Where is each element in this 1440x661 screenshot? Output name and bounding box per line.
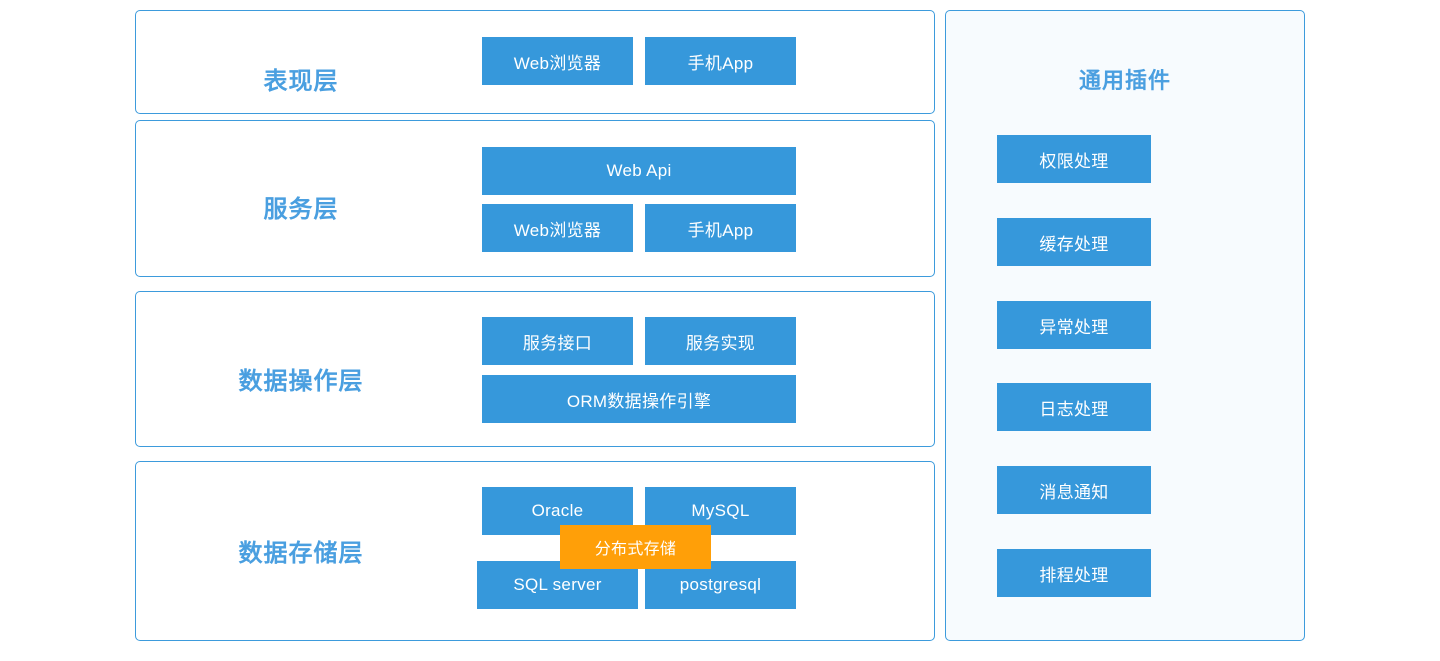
plugin-item-cache[interactable]: 缓存处理 [997,218,1151,266]
box-orm-engine[interactable]: ORM数据操作引擎 [482,375,796,423]
plugin-item-exception[interactable]: 异常处理 [997,301,1151,349]
plugin-item-logging[interactable]: 日志处理 [997,383,1151,431]
plugin-panel: 通用插件 权限处理 缓存处理 异常处理 日志处理 消息通知 排程处理 [945,10,1305,641]
box-web-browser-service[interactable]: Web浏览器 [482,204,633,252]
box-web-browser-presentation[interactable]: Web浏览器 [482,37,633,85]
layer-title-presentation: 表现层 [263,68,339,95]
box-service-interface[interactable]: 服务接口 [482,317,633,365]
box-mobile-app-presentation[interactable]: 手机App [645,37,796,85]
box-distributed-storage[interactable]: 分布式存储 [560,525,711,569]
layer-title-service: 服务层 [263,196,339,223]
layer-panel-data-operation: 数据操作层 [135,291,935,447]
box-postgresql[interactable]: postgresql [645,561,796,609]
layer-title-data-operation: 数据操作层 [238,368,364,395]
box-service-implementation[interactable]: 服务实现 [645,317,796,365]
box-mobile-app-service[interactable]: 手机App [645,204,796,252]
layer-panel-service: 服务层 [135,120,935,277]
plugin-item-scheduling[interactable]: 排程处理 [997,549,1151,597]
plugin-panel-title: 通用插件 [1078,68,1171,93]
layer-title-data-storage: 数据存储层 [238,540,364,567]
plugin-item-permission[interactable]: 权限处理 [997,135,1151,183]
box-sql-server[interactable]: SQL server [477,561,638,609]
box-web-api[interactable]: Web Api [482,147,796,195]
plugin-item-message-notify[interactable]: 消息通知 [997,466,1151,514]
